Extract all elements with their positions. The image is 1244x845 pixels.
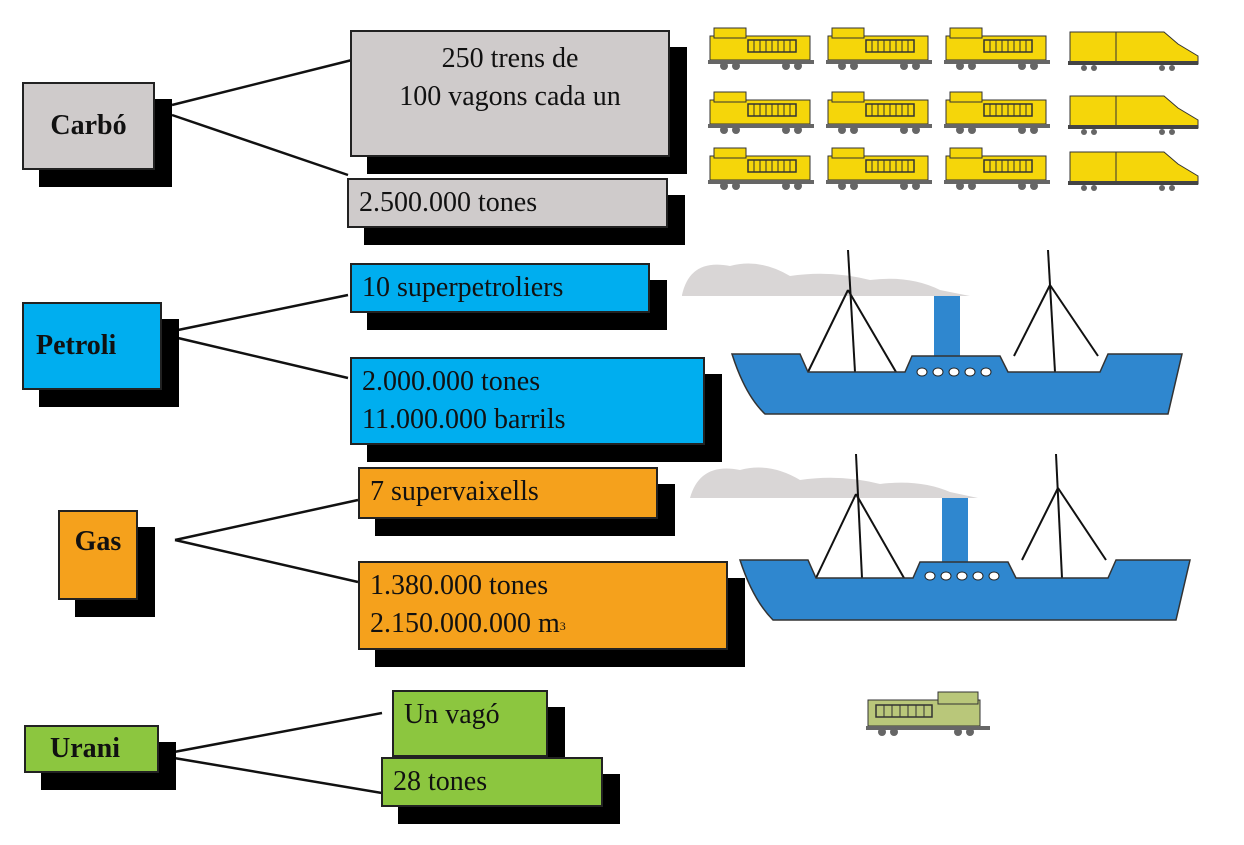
category-gas: Gas [58,510,138,600]
carbo-amount-box: 2.500.000 tones [347,178,668,228]
petroli-vehicles: 10 superpetroliers [362,272,564,303]
gas-amount-tons: 1.380.000 tones [370,570,549,601]
gas-ship-icon [690,453,1191,621]
category-label: Carbó [50,110,127,141]
urani-amount: 28 tones [393,766,488,797]
petroli-amount-box: 2.000.000 tones 11.000.000 barrils [350,357,705,445]
category-label: Gas [74,526,122,557]
petroli-vehicles-box: 10 superpetroliers [350,263,650,313]
carbo-amount: 2.500.000 tones [359,187,538,218]
category-petroli: Petroli [22,302,162,390]
category-label: Petroli [36,330,117,361]
category-label: Urani [50,733,120,764]
tanker-ship-icon [682,249,1183,415]
gas-amount-volume-line: 2.150.000.000 m3 [370,605,716,643]
category-urani: Urani [24,725,159,773]
carbo-trains-box: 250 trens de 100 vagons cada un [350,30,670,157]
wagon-icon [866,691,990,736]
gas-vehicles: 7 supervaixells [370,476,539,507]
gas-amount-box: 1.380.000 tones 2.150.000.000 m3 [358,561,728,650]
carbo-trains-line1: 250 trens de [441,43,579,74]
petroli-amount-barrels: 11.000.000 barrils [362,404,566,435]
volume-exponent: 3 [559,619,566,633]
gas-vehicles-box: 7 supervaixells [358,467,658,519]
petroli-amount-tons: 2.000.000 tones [362,366,541,397]
urani-vehicles: Un vagó [404,699,500,730]
carbo-trains-line2: 100 vagons cada un [399,81,621,112]
urani-vehicles-box: Un vagó [392,690,548,757]
urani-amount-box: 28 tones [381,757,603,807]
category-carbo: Carbó [22,82,155,170]
gas-amount-volume: 2.150.000.000 m [370,608,560,639]
